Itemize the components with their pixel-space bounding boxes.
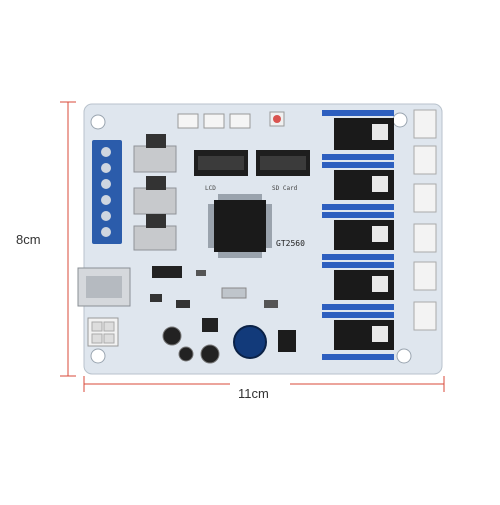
driver-sockets: [322, 110, 394, 360]
chip-label: GT2560: [276, 239, 305, 248]
height-dimension: [60, 101, 76, 377]
mounting-holes: [90, 112, 412, 364]
small-components: [150, 266, 296, 352]
heatsinks: [133, 134, 177, 251]
screw-terminal: [92, 140, 122, 244]
lcd-label: LCD: [205, 185, 216, 192]
mcu-chip: [208, 194, 272, 258]
lcd-header: LCD: [194, 150, 248, 192]
inductor: [233, 325, 267, 359]
power-connector: [87, 317, 119, 347]
capacitors: [162, 326, 220, 364]
usb-port: [77, 267, 131, 307]
sd-header: SD Card: [256, 150, 310, 192]
side-connectors: [413, 109, 437, 331]
width-label: 11cm: [238, 386, 269, 401]
sd-label: SD Card: [272, 185, 298, 192]
top-connectors: [177, 111, 285, 129]
width-dimension: [83, 376, 445, 392]
height-label: 8cm: [16, 232, 41, 247]
